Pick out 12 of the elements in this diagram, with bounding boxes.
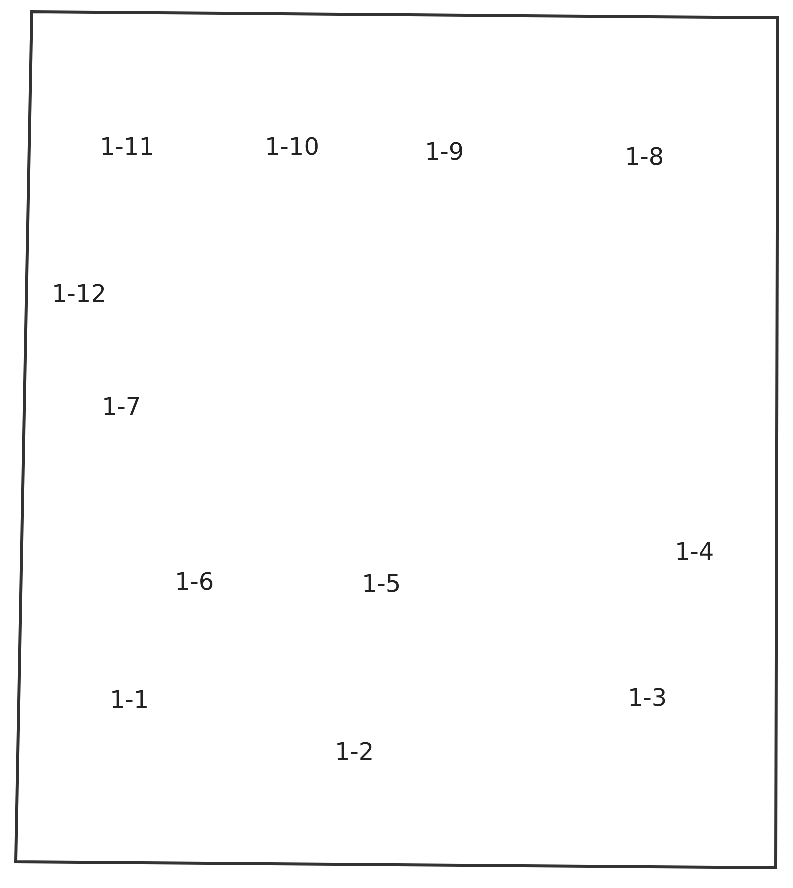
area-number: 1-9 (425, 140, 464, 164)
area-number: 1-12 (52, 282, 106, 306)
area-number: 1-10 (265, 135, 320, 159)
area-number: 1-7 (102, 395, 142, 419)
area-number: 1-1 (110, 688, 150, 712)
area-number: 1-2 (335, 740, 374, 764)
area-number: 1-5 (362, 572, 402, 596)
area-number: 1-8 (625, 145, 664, 169)
area-number: 1-11 (100, 135, 154, 159)
area-number: 1-4 (675, 540, 714, 564)
area-number: 1-3 (628, 686, 668, 710)
area-number: 1-6 (175, 570, 214, 594)
